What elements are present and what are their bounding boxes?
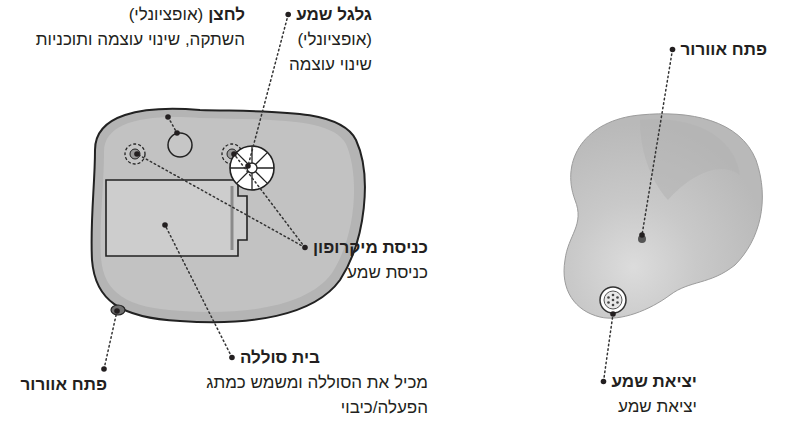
leader-line bbox=[248, 15, 288, 167]
part-note: שינוי עוצמה bbox=[289, 55, 372, 74]
leader-dot bbox=[114, 308, 120, 314]
part-name: בית סוללה bbox=[240, 348, 320, 367]
label-line: יציאת שמע bbox=[611, 394, 697, 419]
callout-label: גלגל שמע (אופציונלי) שינוי עוצמה bbox=[289, 2, 372, 77]
faceplate-inner bbox=[101, 117, 355, 312]
leader-dot bbox=[670, 47, 676, 53]
part-note: כניסת שמע bbox=[347, 263, 428, 282]
callout-label: פתח אוורור bbox=[21, 372, 108, 397]
part-note: מכיל את הסוללה ומשמש כמתג הפעלה/כיבוי bbox=[206, 373, 428, 417]
sound-outlet-grille bbox=[604, 291, 622, 309]
leader-dot bbox=[601, 379, 607, 385]
callout-label: כניסת מיקרופון כניסת שמע bbox=[313, 235, 428, 285]
part-name: כניסת מיקרופון bbox=[313, 238, 428, 257]
faceplate-body bbox=[92, 109, 365, 322]
callout-label: יציאת שמע יציאת שמע bbox=[611, 369, 697, 419]
part-name: גלגל שמע bbox=[296, 5, 372, 24]
part-name: יציאת שמע bbox=[611, 372, 697, 391]
volume-wheel bbox=[230, 146, 274, 190]
volume-wheel-spokes bbox=[230, 146, 274, 190]
leader-dot bbox=[245, 163, 251, 169]
part-note: יציאת שמע bbox=[618, 397, 697, 416]
battery-compartment bbox=[106, 180, 247, 256]
label-line: גלגל שמע bbox=[289, 2, 372, 27]
leader-dot bbox=[165, 114, 171, 120]
part-note: (אופציונלי) bbox=[129, 5, 204, 24]
shell-shading bbox=[640, 119, 740, 200]
leader-dot bbox=[174, 130, 180, 136]
microphone-port bbox=[130, 149, 140, 159]
battery-compartment-edge bbox=[231, 186, 234, 250]
part-name: פתח אוורור bbox=[681, 40, 768, 59]
leader-line bbox=[642, 50, 673, 236]
leader-dot bbox=[101, 366, 107, 372]
callout-label: מכיל את הסוללה ומשמש כמתג הפעלה/כיבוי bbox=[176, 370, 428, 420]
leader-dot bbox=[231, 151, 237, 157]
label-line: פתח אוורור bbox=[681, 37, 768, 62]
leader-line bbox=[165, 225, 232, 358]
leader-line bbox=[603, 314, 613, 382]
ear-shell bbox=[564, 114, 762, 318]
callout-label: בית סוללה bbox=[240, 345, 320, 370]
part-note: השתקה, שינוי עוצמה ותוכניות bbox=[36, 30, 245, 49]
leader-dot bbox=[302, 245, 308, 251]
label-line: שינוי עוצמה bbox=[289, 52, 372, 77]
callout-label: פתח אוורור bbox=[681, 37, 768, 62]
push-button bbox=[168, 133, 192, 157]
vent-opening bbox=[111, 305, 125, 315]
label-line: פתח אוורור bbox=[21, 372, 108, 397]
leader-dot bbox=[639, 232, 645, 238]
leader-dot bbox=[229, 355, 235, 361]
leader-line bbox=[104, 311, 117, 369]
part-name: פתח אוורור bbox=[21, 375, 108, 394]
callout-label: לחצן(אופציונלי) השתקה, שינוי עוצמה ותוכני… bbox=[36, 2, 245, 52]
label-line: (אופציונלי) bbox=[289, 27, 372, 52]
part-name: לחצן bbox=[208, 5, 245, 24]
leader-line bbox=[234, 154, 305, 248]
leader-dot bbox=[610, 311, 616, 317]
label-line: כניסת שמע bbox=[313, 260, 428, 285]
leader-line bbox=[137, 154, 305, 248]
sound-outlet bbox=[600, 287, 626, 313]
label-line: מכיל את הסוללה ומשמש כמתג הפעלה/כיבוי bbox=[176, 370, 428, 420]
label-line: לחצן(אופציונלי) bbox=[36, 2, 245, 27]
part-note: (אופציונלי) bbox=[297, 30, 372, 49]
leader-dot bbox=[134, 151, 140, 157]
label-line: השתקה, שינוי עוצמה ותוכניות bbox=[36, 27, 245, 52]
microphone-inlet bbox=[125, 144, 145, 164]
sound-outlet-holes bbox=[607, 294, 619, 307]
label-line: כניסת מיקרופון bbox=[313, 235, 428, 260]
label-line: יציאת שמע bbox=[611, 369, 697, 394]
leader-dot bbox=[162, 222, 168, 228]
label-line: בית סוללה bbox=[240, 345, 320, 370]
leader-dot bbox=[285, 12, 291, 18]
